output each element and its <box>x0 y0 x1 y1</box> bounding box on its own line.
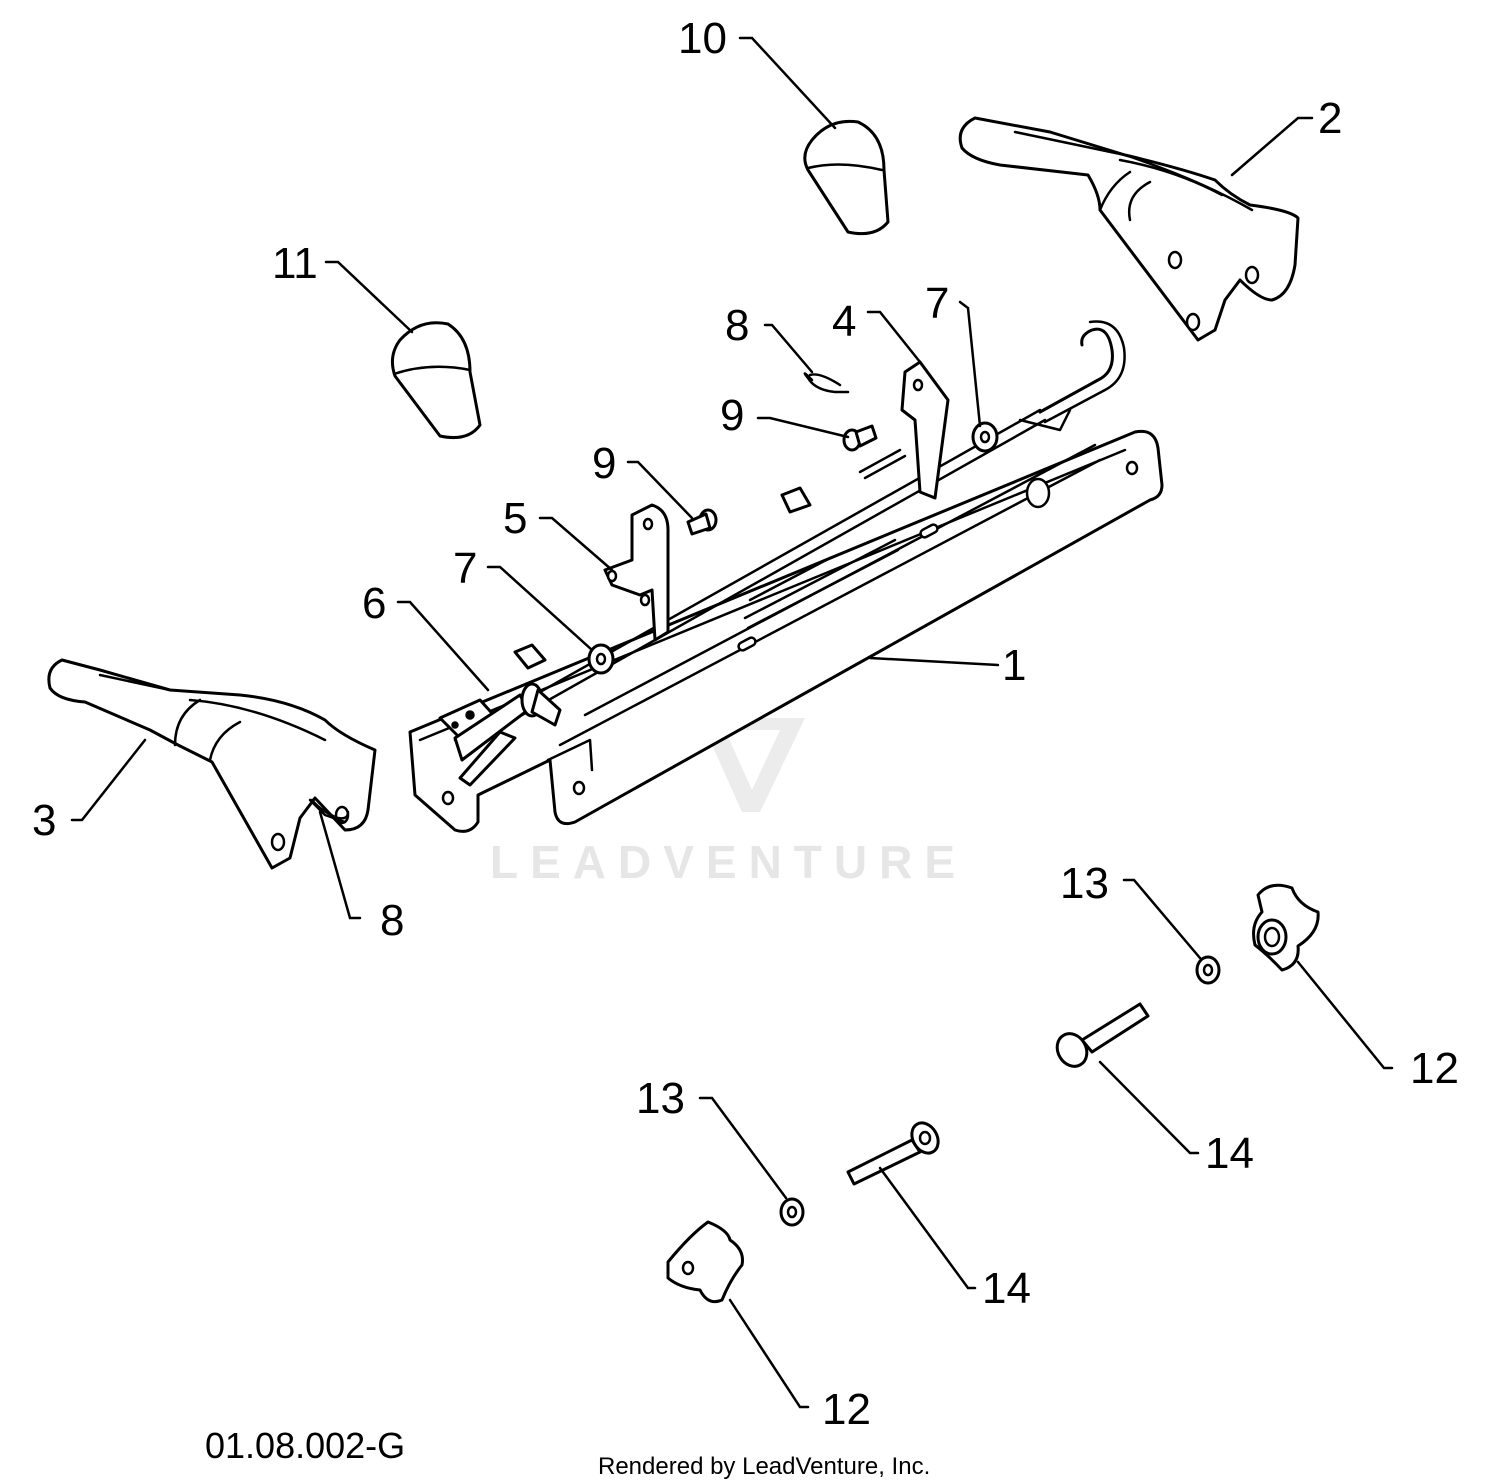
callout-labels: 1 2 3 4 5 6 7 7 8 8 9 9 10 11 12 12 13 1… <box>32 14 1459 1434</box>
callout-5: 5 <box>503 494 527 543</box>
callout-7-lower: 7 <box>453 544 477 593</box>
part-hairpin-clip-8-upper[interactable] <box>803 372 850 394</box>
callout-9-lower: 9 <box>592 439 616 488</box>
callout-12-upper: 12 <box>1410 1044 1459 1093</box>
part-knob-11[interactable] <box>390 321 482 440</box>
part-bolt-9-upper[interactable] <box>842 424 878 452</box>
callout-11: 11 <box>272 239 318 288</box>
callout-7-upper: 7 <box>925 279 949 328</box>
part-carriage-bolt-14-lower[interactable] <box>846 1118 943 1186</box>
part-bolt-9-lower[interactable] <box>686 508 718 536</box>
callout-1: 1 <box>1002 641 1026 690</box>
part-star-knob-12-lower[interactable] <box>666 1220 744 1304</box>
part-lever-handle-right-2[interactable] <box>958 116 1300 342</box>
part-nut-13-upper[interactable] <box>1195 955 1221 985</box>
callout-10: 10 <box>678 14 727 63</box>
part-hairpin-clip-8-lower[interactable] <box>310 798 350 820</box>
part-bracket-tabs <box>513 486 812 670</box>
part-washer-7-lower[interactable] <box>587 643 615 675</box>
callout-13-upper: 13 <box>1060 859 1109 908</box>
callout-3: 3 <box>32 796 56 845</box>
callout-2: 2 <box>1318 94 1342 143</box>
part-knob-10[interactable] <box>803 119 890 236</box>
part-main-bracket[interactable] <box>408 429 1164 833</box>
part-washer-7-upper[interactable] <box>971 421 999 453</box>
part-star-knob-12-upper[interactable] <box>1252 883 1320 972</box>
callout-8-upper: 8 <box>725 301 749 350</box>
callout-13-lower: 13 <box>636 1074 685 1123</box>
watermark-text: LEADVENTURE <box>490 836 967 888</box>
part-nut-13-lower[interactable] <box>779 1197 805 1227</box>
callout-4: 4 <box>832 297 856 346</box>
part-pivot-assembly-6[interactable] <box>438 682 562 787</box>
rendered-by-credit: Rendered by LeadVenture, Inc. <box>598 1453 930 1480</box>
callout-12-lower: 12 <box>822 1385 871 1434</box>
part-carriage-bolt-14-upper[interactable] <box>1051 1002 1150 1072</box>
part-shift-rod <box>453 320 1126 752</box>
callout-9-upper: 9 <box>720 391 744 440</box>
callout-14-lower: 14 <box>982 1264 1031 1313</box>
part-upper-plate-4[interactable] <box>858 360 950 500</box>
part-lower-plate-5[interactable] <box>603 503 670 642</box>
callout-8-lower: 8 <box>380 896 404 945</box>
callout-14-upper: 14 <box>1205 1129 1254 1178</box>
leader-lines <box>70 36 1394 1409</box>
diagram-reference-code: 01.08.002-G <box>205 1425 405 1466</box>
callout-6: 6 <box>362 579 386 628</box>
